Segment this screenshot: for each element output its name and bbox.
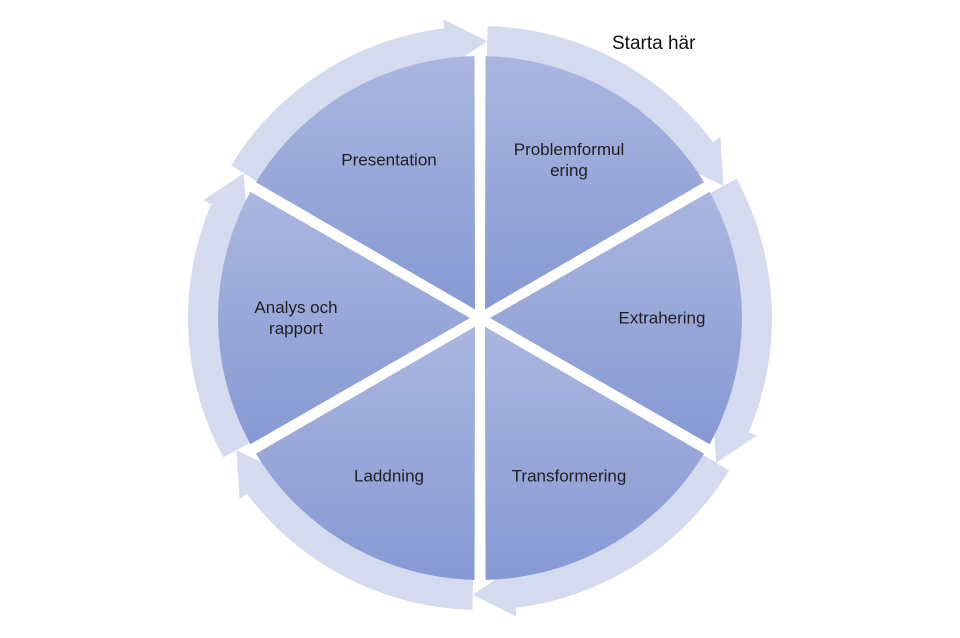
cycle-arrow-problemformulering — [486, 26, 724, 186]
cycle-arrow-extrahering — [710, 178, 772, 463]
wedge-laddning — [255, 326, 475, 580]
cycle-arrow-laddning — [236, 450, 474, 610]
label-line: ering — [550, 161, 588, 180]
label-line: Problemformul — [513, 140, 625, 159]
segment-label-problemformulering: Problemformul ering — [514, 139, 625, 181]
label-line: Extrahering — [618, 308, 706, 328]
label-line: Analys och — [254, 298, 338, 317]
segment-label-analys-och-rapport: Analys och rapport — [254, 297, 337, 339]
segment-label-extrahering: Extrahering — [619, 308, 706, 329]
label-line: rapport — [269, 319, 323, 338]
wedge-transformering — [485, 326, 705, 580]
segment-label-laddning: Laddning — [354, 466, 424, 487]
label-line: Presentation — [341, 150, 437, 170]
cycle-arrow-presentation — [231, 19, 488, 182]
wedge-extrahering — [490, 191, 742, 445]
label-line: Laddning — [354, 466, 424, 486]
cycle-arrow-transformering — [472, 454, 729, 617]
label-line: Transformering — [511, 466, 627, 486]
wedge-problemformulering — [485, 56, 705, 310]
wedge-analys-och-rapport — [218, 191, 470, 445]
wedge-presentation — [255, 56, 475, 310]
segment-label-transformering: Transformering — [512, 466, 627, 487]
segment-label-presentation: Presentation — [341, 150, 436, 171]
cycle-arrow-analys-och-rapport — [188, 173, 250, 458]
start-here-label: Starta här — [612, 33, 696, 54]
